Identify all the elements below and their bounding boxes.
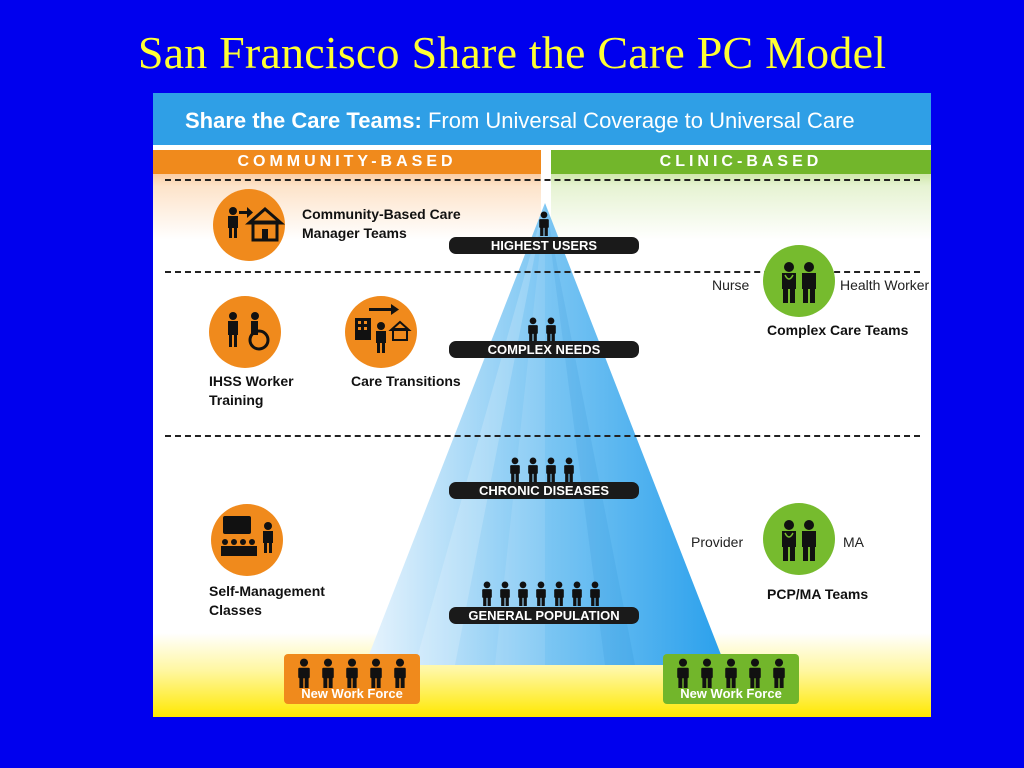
person-icon bbox=[554, 581, 564, 606]
new-work-force-community: New Work Force bbox=[284, 654, 420, 704]
person-icon bbox=[749, 658, 761, 688]
level-label-chronic-diseases: CHRONIC DISEASES bbox=[449, 482, 639, 499]
complex-care-team-icon bbox=[763, 245, 835, 317]
person-icon bbox=[346, 658, 358, 688]
person-icon bbox=[322, 658, 334, 688]
person-icon bbox=[564, 457, 574, 482]
care-manager-label: Community-Based Care Manager Teams bbox=[302, 206, 461, 241]
new-work-force-label: New Work Force bbox=[301, 686, 403, 701]
pyramid-shape bbox=[365, 203, 725, 665]
ihss-icon bbox=[209, 296, 281, 368]
community-based-header: COMMUNITY-BASED bbox=[153, 150, 541, 174]
banner: Share the Care Teams: From Universal Cov… bbox=[153, 93, 931, 145]
self-management-label: Self-Management Classes bbox=[209, 583, 325, 618]
person-icon bbox=[773, 658, 785, 688]
person-icon bbox=[510, 457, 520, 482]
level-people-complex bbox=[525, 317, 559, 342]
level-label-highest-users: HIGHEST USERS bbox=[449, 237, 639, 254]
new-work-force-clinic: New Work Force bbox=[663, 654, 799, 704]
divider-line bbox=[165, 271, 920, 273]
pyramid-ray bbox=[415, 203, 545, 665]
divider-line bbox=[165, 435, 920, 437]
diagram-panel: Share the Care Teams: From Universal Cov… bbox=[153, 93, 931, 717]
person-icon bbox=[518, 581, 528, 606]
person-icon bbox=[546, 457, 556, 482]
level-people-general bbox=[479, 581, 603, 606]
person-icon bbox=[482, 581, 492, 606]
person-icon bbox=[500, 581, 510, 606]
provider-label: Provider bbox=[691, 534, 744, 550]
new-work-force-label: New Work Force bbox=[680, 686, 782, 701]
person-icon bbox=[536, 581, 546, 606]
pcp-ma-teams-label: PCP/MA Teams bbox=[767, 586, 869, 602]
banner-title: Share the Care Teams: From Universal Cov… bbox=[185, 108, 855, 134]
level-label-complex-needs: COMPLEX NEEDS bbox=[449, 341, 639, 358]
person-icon bbox=[394, 658, 406, 688]
care-manager-icon bbox=[213, 189, 285, 261]
person-icon bbox=[546, 317, 556, 342]
pcp-ma-team-icon bbox=[763, 503, 835, 575]
level-people-highest bbox=[536, 211, 552, 236]
health-worker-label: Health Worker bbox=[840, 277, 930, 293]
person-icon bbox=[528, 457, 538, 482]
person-icon bbox=[370, 658, 382, 688]
ma-label: MA bbox=[843, 534, 864, 550]
clinic-based-header: CLINIC-BASED bbox=[551, 150, 931, 174]
ihss-label: IHSS Worker Training bbox=[209, 373, 294, 408]
workforce-people bbox=[284, 658, 420, 688]
person-icon bbox=[590, 581, 600, 606]
level-label-general-population: GENERAL POPULATION bbox=[449, 607, 639, 624]
person-icon bbox=[701, 658, 713, 688]
person-icon bbox=[572, 581, 582, 606]
self-management-icon bbox=[211, 504, 283, 576]
divider-line bbox=[165, 179, 920, 181]
care-transitions-label: Care Transitions bbox=[351, 373, 461, 389]
person-icon bbox=[298, 658, 310, 688]
pyramid-ray bbox=[545, 203, 635, 665]
slide-title: San Francisco Share the Care PC Model bbox=[137, 27, 887, 78]
care-transitions-icon bbox=[345, 296, 417, 368]
complex-care-teams-label: Complex Care Teams bbox=[767, 322, 909, 338]
person-icon bbox=[528, 317, 538, 342]
person-icon bbox=[725, 658, 737, 688]
level-people-chronic bbox=[507, 457, 577, 482]
nurse-label: Nurse bbox=[712, 277, 750, 293]
person-icon bbox=[539, 211, 549, 236]
person-icon bbox=[677, 658, 689, 688]
workforce-people bbox=[663, 658, 799, 688]
banner-rest: From Universal Coverage to Universal Car… bbox=[427, 108, 855, 133]
banner-bold: Share the Care Teams: bbox=[185, 108, 422, 133]
